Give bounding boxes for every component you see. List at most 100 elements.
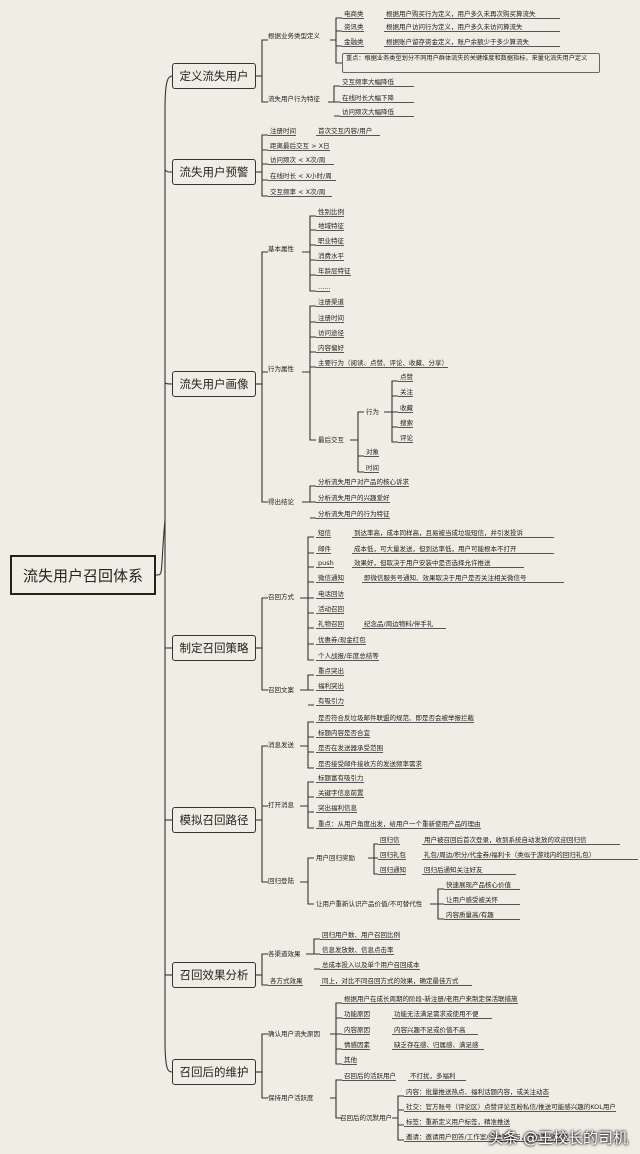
define-info-desc: 根据用户访问行为定义，用户多久未访问算流失: [384, 23, 560, 32]
define-behavior-3: 访问频次大幅降低: [340, 108, 414, 117]
warning-register: 注册时间: [268, 127, 296, 136]
root-node[interactable]: 流失用户召回体系: [10, 555, 156, 595]
topic-define[interactable]: 定义流失用户: [172, 63, 256, 89]
analysis-channel: 各渠道效果: [268, 950, 301, 958]
maintain-c1-desc: 功能无法满足需求或使用不便: [392, 1010, 492, 1019]
path-send-item: 是否符合反垃圾邮件联盟的规范、即是否会被举报拦截: [316, 714, 474, 723]
path-send: 消息发送: [268, 741, 294, 749]
portrait-basic-item: 地域特征: [316, 222, 344, 231]
warning-register-desc: 首次交互内容/用户: [316, 127, 380, 136]
portrait-time: 时间: [364, 464, 379, 473]
define-behavior-2: 在线时长大幅下降: [340, 94, 414, 103]
portrait-basic-item: ......: [316, 283, 331, 292]
strategy-sms-desc: 到达率高，成本同样高，且易被当成垃圾短信，并引发投诉: [352, 529, 554, 538]
topic-maintain[interactable]: 召回后的维护: [172, 1059, 256, 1085]
strategy-gift: 礼物召回: [316, 620, 344, 629]
portrait-conclusion-item: 分析流失用户的行为特征: [316, 510, 390, 519]
portrait-behavior-item: 访问途径: [316, 329, 344, 338]
topic-strategy[interactable]: 制定召回策略: [172, 635, 256, 661]
strategy-copy-item: 重点突出: [316, 667, 344, 676]
define-ecommerce: 电商类: [342, 10, 364, 19]
strategy-sms: 短信: [316, 529, 331, 538]
path-reward-pack-desc: 礼包/周边/积分/代金券/福利卡（类似于游戏内的回归礼包）: [422, 851, 638, 860]
maintain-active-users: 召回后的活跃用户: [342, 1072, 396, 1081]
maintain-silent-item: 内容：批量推送热点、福利话题内容，或关注动态: [404, 1088, 549, 1097]
path-open: 打开消息: [268, 801, 294, 809]
topic-strategy-label: 制定召回策略: [179, 641, 249, 655]
maintain-c1: 功能原因: [342, 1010, 370, 1019]
strategy-push: push: [316, 559, 334, 568]
maintain-c4: 其他: [342, 1056, 357, 1065]
portrait-conclusion-item: 分析流失用户对产品的核心诉求: [316, 478, 409, 487]
define-finance-desc: 根据账户留存资金定义，账户余额少于多少算流失: [384, 38, 560, 47]
topic-analysis[interactable]: 召回效果分析: [172, 962, 256, 988]
portrait-action-item: 收藏: [398, 404, 413, 413]
path-send-item: 标题内容是否合宜: [316, 729, 370, 738]
define-behavior-1: 交互频率大幅降低: [340, 78, 414, 87]
strategy-mail-desc: 成本低，可大量发送，但到达率低，用户可能根本不打开: [352, 545, 554, 554]
strategy-copy-item: 有吸引力: [316, 697, 344, 706]
warning-online-duration: 在线时长 < X小时/周: [268, 172, 336, 181]
path-open-item: 重点：从用户角度出发，给用户一个重新使用产品的理由: [316, 820, 481, 829]
path-open-item: 关键字信息前置: [316, 789, 364, 798]
path-reward-notify-desc: 回归后通知关注好友: [422, 866, 516, 875]
maintain-silent-item: 邀请：邀请用户回答/工作室/活动等参与，奖励等/奖励等: [404, 1133, 569, 1142]
path-open-item: 标题富有吸引力: [316, 774, 364, 783]
warning-interaction-frequency: 交互频率 < X次/周: [268, 188, 332, 197]
warning-visit-frequency: 访问频次 < X次/周: [268, 156, 334, 165]
strategy-wechat: 微信通知: [316, 574, 344, 583]
maintain-c2: 内容原因: [342, 1026, 370, 1035]
maintain-c2-desc: 内容兴趣不足或价值不高: [392, 1026, 478, 1035]
portrait-behavior-item: 注册渠道: [316, 298, 344, 307]
analysis-channel-item: 回归用户数、用户召回比例: [320, 931, 400, 940]
portrait-basic-item: 性别比例: [316, 208, 344, 217]
path-return: 回归登陆: [268, 877, 294, 885]
portrait-conclusion: 得出结论: [268, 498, 294, 506]
path-reacquaint-item: 快速展现产品核心价值: [444, 881, 520, 890]
portrait-action-item: 搜索: [398, 419, 413, 428]
strategy-copy-item: 福利突出: [316, 682, 344, 691]
strategy-mail: 邮件: [316, 545, 331, 554]
topic-analysis-label: 召回效果分析: [179, 968, 249, 982]
portrait-behavior-item: 注册时间: [316, 314, 344, 323]
path-reward-letter-desc: 用户被召回后首次登录，收到系统自动发放的欢迎回归信: [422, 836, 620, 845]
path-send-item: 是否接受邮件接收方的发送频率需求: [316, 760, 422, 769]
strategy-coupon: 优惠券/现金红包: [316, 636, 366, 645]
portrait-action-item: 评论: [398, 434, 413, 443]
path-reacquaint-item: 内容质量高/有趣: [444, 911, 520, 920]
maintain-active-users-desc: 不打扰，多福利: [408, 1072, 466, 1081]
portrait-behavior-item: 主要行为（阅读、点赞、评论、收藏、分享）: [316, 359, 448, 368]
path-reacquaint: 让用户重新认识产品价值/不可替代性: [316, 900, 423, 908]
strategy-gift-desc: 纪念品/周边物料/伴手礼: [362, 620, 446, 629]
warning-last-interaction: 距离最后交互 > X日: [268, 142, 330, 151]
analysis-channel-item: 总成本投入以及单个用户召回成本: [320, 961, 420, 970]
portrait-behavior-item: 内容偏好: [316, 344, 344, 353]
topic-portrait-label: 流失用户画像: [179, 377, 249, 391]
topic-maintain-label: 召回后的维护: [179, 1065, 249, 1079]
portrait-action-item: 点赞: [398, 373, 413, 382]
path-reward-pack: 回归礼包: [378, 851, 406, 860]
maintain-cause-top: 根据用户在成长周期的阶段-新注册/老用户来制定保活联措施: [342, 995, 518, 1004]
maintain-silent-item: 社交：官方账号（评论区）点赞评论互粉私信/推送可能感兴趣的KOL用户: [404, 1103, 616, 1112]
topic-path-label: 模拟召回路径: [179, 813, 249, 827]
maintain-silent: 召回后的沉默用户: [340, 1114, 392, 1122]
topic-portrait[interactable]: 流失用户画像: [172, 371, 256, 397]
strategy-copy: 召回文案: [268, 686, 294, 694]
topic-path[interactable]: 模拟召回路径: [172, 807, 256, 833]
define-key-note: 重点：根据业务类型划分不同用户群体流失的关键维度和数据指标，来量化流失用户定义: [342, 53, 600, 73]
define-info: 资讯类: [342, 23, 364, 32]
path-open-item: 突出福利信息: [316, 804, 357, 813]
define-ecommerce-desc: 根据用户购买行为定义，用户多久未再次购买算流失: [384, 10, 560, 19]
root-title: 流失用户召回体系: [22, 566, 143, 585]
portrait-object: 对象: [364, 448, 379, 457]
define-behavior: 流失用户行为特征: [268, 95, 320, 103]
topic-warning[interactable]: 流失用户预警: [172, 159, 256, 185]
maintain-cause: 确认用户流失原因: [268, 1030, 320, 1038]
watermark: 头条 @王校长的司机: [488, 1129, 628, 1147]
path-reward-letter: 回归信: [378, 836, 400, 845]
analysis-channel-item: 信息发放数、信息点击率: [320, 946, 394, 955]
strategy-phone: 电话回访: [316, 590, 344, 599]
strategy-method: 召回方式: [268, 593, 294, 601]
portrait-conclusion-item: 分析流失用户的兴趣爱好: [316, 494, 390, 503]
portrait-basic-item: 职业特征: [316, 237, 344, 246]
